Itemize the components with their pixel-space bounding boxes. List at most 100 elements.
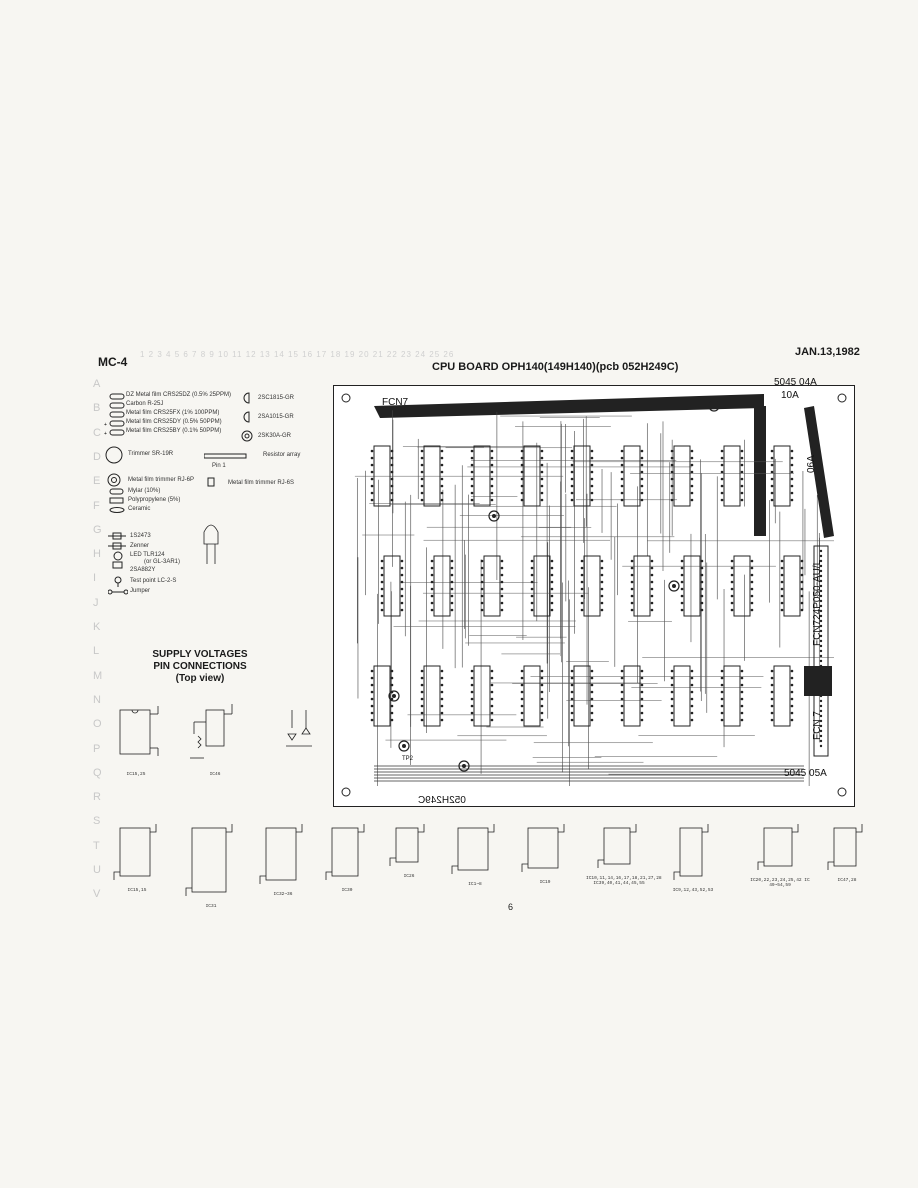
ic-caption: IC1~8 [468, 882, 482, 887]
row-letter: S [93, 815, 101, 828]
legend-resistor-1: DZ Metal film CRS25DZ (0.5% 25PPM) [126, 392, 232, 398]
ic-caption: IC9,12,43,52,53 [672, 888, 714, 893]
ic-pinout-diagram [597, 824, 637, 868]
transistor-symbols-icon [241, 392, 253, 442]
pcb-label-06a: 06A [806, 455, 817, 473]
ic-pinout-diagram [451, 824, 495, 874]
ic-caption: IC30 [341, 888, 353, 893]
ic-caption: IC10,11,14,16,17,18,21,27,28 IC39,40,41,… [586, 876, 662, 886]
top-view-title: (Top view) [175, 673, 225, 684]
legend-diode-1: 1S2473 [130, 533, 151, 539]
ic-pinout-diagram [389, 824, 425, 866]
row-letter: G [93, 523, 102, 536]
ic-pinout-diagram [673, 824, 709, 880]
resistor-array-icon [204, 453, 247, 487]
legend-diode-2: Zenner [130, 543, 150, 549]
ic-caption: IC31 [205, 904, 217, 909]
row-letter: Q [93, 766, 102, 779]
diode-symbols-icon [108, 532, 128, 595]
row-letter: C [93, 426, 101, 439]
legend-resistor-3: Metal film CRS25FX (1% 100PPM) [126, 410, 220, 416]
legend-led-alt: (or GL-3AR1) [144, 559, 181, 565]
led-drawing-icon [203, 524, 219, 564]
row-letter: U [93, 864, 101, 876]
ic-caption: IC32~36 [273, 892, 293, 897]
row-letter: V [93, 888, 101, 901]
pcb-label-tp2: TP2 [402, 756, 414, 762]
row-letter: D [93, 450, 101, 463]
legend-metal-trimmer-6p: Metal film trimmer RJ-6P [128, 477, 195, 483]
page-title: CPU BOARD OPH140(149H140)(pcb 052H249C) [432, 361, 679, 373]
ic-caption: IC19 [539, 880, 551, 885]
row-letter: J [93, 596, 99, 609]
ic-pinout-diagram [113, 824, 157, 880]
ic-pinout-diagram [757, 824, 799, 870]
legend-capacitor-3: Ceramic [128, 506, 151, 512]
legend-transistor-2: 2SA1015-GR [258, 414, 294, 420]
date-label: JAN.13,1982 [795, 346, 860, 358]
pcb-label-5045-04a: 5045 04A [774, 377, 817, 388]
ic-caption: IC26 [403, 874, 415, 879]
model-label: MC-4 [98, 355, 128, 369]
ic-caption-2: IC46 [209, 772, 221, 777]
legend-pin1: Pin 1 [212, 463, 226, 469]
legend-transistor-3: 2SK30A-GR [258, 433, 292, 439]
ic-pinout-diagram [325, 824, 365, 880]
pcb-label-10a: 10A [781, 390, 799, 401]
svg-text:+: + [104, 422, 107, 428]
pcb-label-fcn-top: FCN7 [382, 397, 409, 408]
row-letter: F [93, 499, 100, 512]
ic-pinout-diagram-2 [190, 704, 233, 759]
resistor-symbols-icon: + + [104, 393, 125, 437]
ic-caption: IC15,15 [127, 888, 147, 893]
ic-caption: IC20,22,23,24,25,42 IC 49~54,59 [750, 878, 810, 888]
row-letter: R [93, 791, 101, 804]
pin-connections-title: PIN CONNECTIONS [153, 661, 247, 672]
legend-capacitor-2: Polypropylene (5%) [128, 497, 181, 503]
row-letter: O [93, 718, 102, 731]
row-letter: A [93, 378, 101, 390]
row-letter: L [93, 645, 100, 658]
legend-resistor-2: Carbon R-25J [126, 401, 164, 407]
row-letter: I [93, 572, 97, 585]
legend-trimmer: Trimmer SR-19R [128, 451, 174, 457]
polarity-diagram [286, 710, 312, 747]
supply-title: SUPPLY VOLTAGES [152, 649, 248, 660]
row-letter: B [93, 402, 101, 415]
grid-column-numbers: 1 2 3 4 5 6 7 8 9 10 11 12 13 14 15 16 1… [140, 350, 455, 359]
row-letter: K [93, 621, 101, 633]
ic-pinout-diagram [259, 824, 303, 884]
legend-resistor-4: Metal film CRS25DY (0.5% 50PPM) [126, 419, 222, 425]
pcb-label-code: 052H249C [418, 795, 466, 806]
row-letter: T [93, 839, 100, 852]
legend-resistor-array: Resistor array [263, 452, 301, 458]
legend-capacitor-1: Mylar (10%) [128, 488, 161, 494]
svg-text:+: + [104, 431, 107, 437]
legend-test-point: Test point LC-2-S [130, 578, 177, 584]
ic-pinout-diagram-1 [119, 706, 159, 756]
legend-resistor-5: Metal film CRS25BY (0.1% 50PPM) [126, 428, 222, 434]
row-letter: N [93, 693, 101, 706]
pcb-label-fcn-side-2: FCN 7 [812, 711, 823, 740]
row-letter: H [93, 548, 101, 561]
page-number: 6 [508, 902, 514, 912]
pcb-traces [341, 393, 847, 797]
legend-jumper: Jumper [130, 588, 151, 594]
row-letter: M [93, 669, 103, 682]
legend-led: LED TLR124 [130, 552, 165, 558]
legend-diode-3: 2SA882Y [130, 567, 156, 573]
legend-metal-trimmer-6s: Metal film trimmer RJ-6S [228, 480, 295, 486]
row-letter: P [93, 742, 101, 755]
ic-pinout-diagram [827, 824, 863, 870]
pcb-label-fcn-side: FCN724P050-AU/L [812, 559, 823, 646]
ic-pinout-diagram [521, 824, 565, 872]
pcb-board [333, 385, 855, 807]
capacitor-symbols-icon [109, 488, 125, 513]
ic-caption-1: IC15,25 [126, 772, 146, 777]
row-letter: E [93, 475, 101, 488]
ic-pinout-diagram [185, 824, 233, 896]
ic-caption: IC47,28 [837, 878, 857, 883]
pcb-label-5045-05a: 5045 05A [784, 768, 827, 779]
trimmer-symbols-icon [105, 446, 123, 487]
legend-transistor-1: 2SC1815-GR [258, 395, 295, 401]
